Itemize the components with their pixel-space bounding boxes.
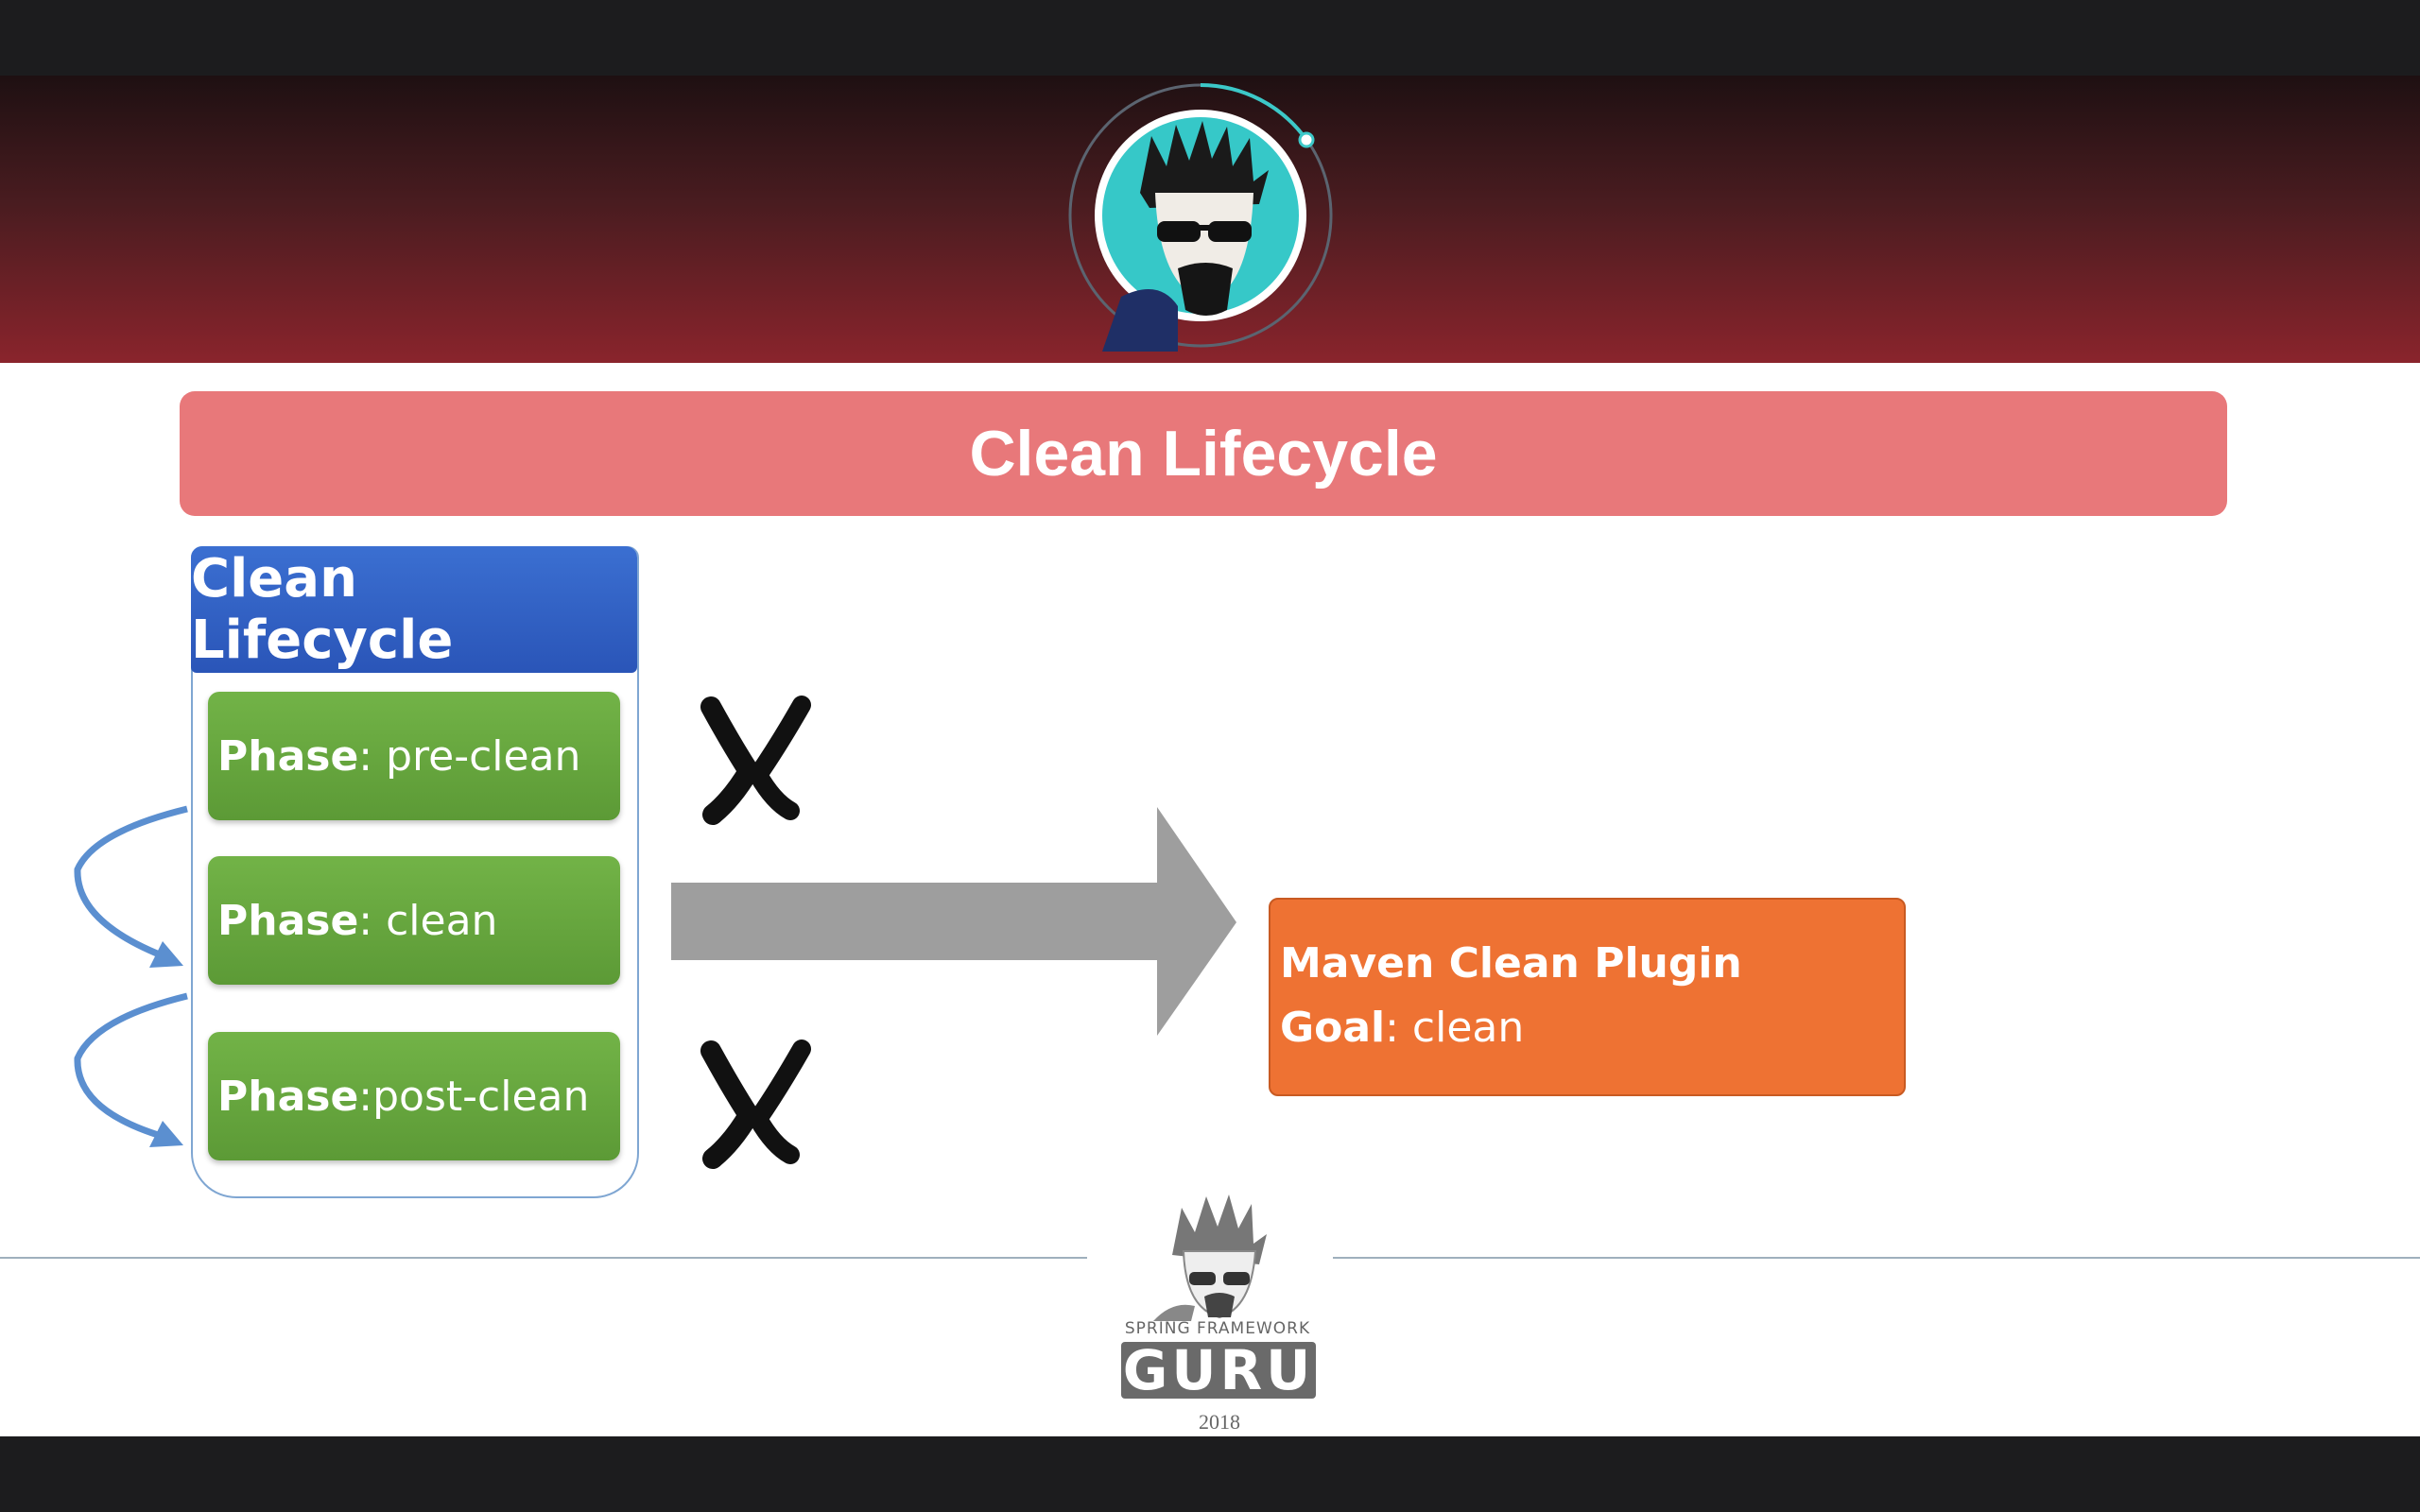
- brand-name-badge: GURU: [1121, 1338, 1316, 1402]
- lifecycle-header: Clean Lifecycle: [191, 546, 637, 673]
- slide: Clean Lifecycle Clean Lifecycle Phase: p…: [0, 76, 2420, 1436]
- phase-value: : pre-clean: [358, 731, 581, 781]
- slide-title-bar: Clean Lifecycle: [180, 391, 2227, 516]
- plugin-name: Maven Clean Plugin: [1280, 939, 1742, 988]
- plugin-goal: Goal: clean: [1280, 1004, 1524, 1052]
- plugin-binding-arrow: [671, 807, 1236, 1036]
- brand-caption: SPRING FRAMEWORK: [1124, 1319, 1311, 1338]
- goal-key: Goal: [1280, 1004, 1386, 1052]
- phase-key: Phase: [217, 1072, 359, 1121]
- avatar-icon: [1068, 83, 1333, 352]
- phase-clean: Phase: clean: [208, 856, 620, 985]
- phase-key: Phase: [217, 731, 359, 781]
- brand-name: GURU: [1122, 1338, 1315, 1402]
- goal-value: : clean: [1385, 1004, 1525, 1052]
- udemy-watermark: Udemy: [2316, 1391, 2382, 1415]
- bottom-letterbox: [0, 1436, 2420, 1512]
- phase-pre-clean: Phase: pre-clean: [208, 692, 620, 820]
- lifecycle-header-label: Clean Lifecycle: [191, 548, 454, 671]
- phase-post-clean: Phase:post-clean: [208, 1032, 620, 1160]
- slide-title: Clean Lifecycle: [969, 418, 1438, 490]
- plugin-binding-label: Plugin Binding: [677, 968, 975, 1016]
- footer-divider-left: [0, 1257, 1087, 1259]
- x-mark-icon: [700, 1040, 811, 1169]
- year-label: 2018: [1199, 1410, 1240, 1434]
- footer-divider-right: [1333, 1257, 2420, 1259]
- x-mark-icon: [700, 696, 811, 825]
- guru-logo-icon: [1153, 1194, 1267, 1321]
- phase-key: Phase: [217, 896, 359, 945]
- phase-value: :post-clean: [358, 1072, 590, 1121]
- loop-arrow-icon: [74, 805, 188, 1147]
- top-letterbox: [0, 0, 2420, 76]
- maven-clean-plugin-box: Maven Clean Plugin Goal: clean: [1269, 898, 1906, 1096]
- phase-value: : clean: [358, 896, 498, 945]
